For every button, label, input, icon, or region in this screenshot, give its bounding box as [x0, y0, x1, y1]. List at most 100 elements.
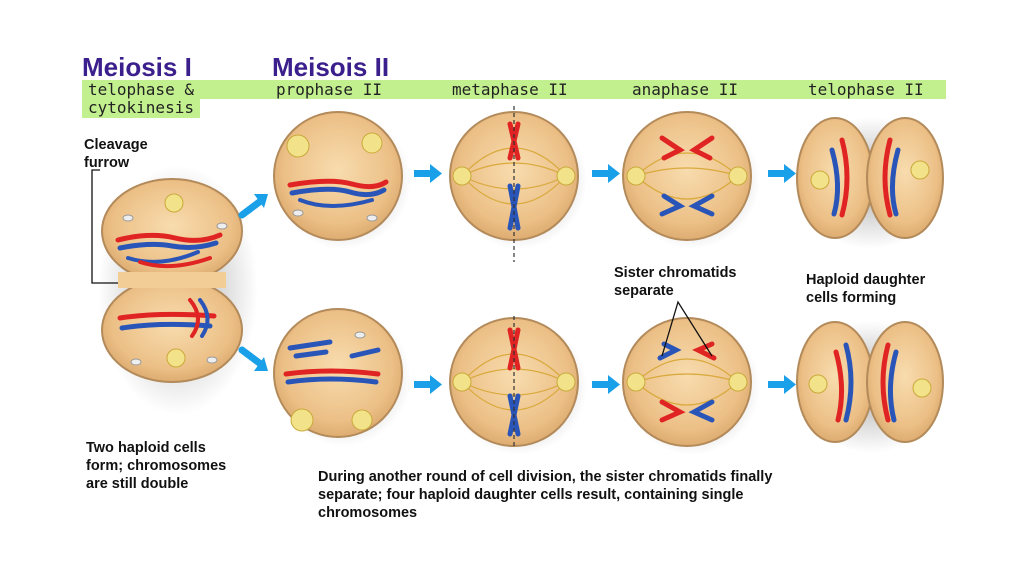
- centrosome: [728, 372, 748, 392]
- centrosome: [808, 374, 828, 394]
- chromosome-red: [833, 349, 845, 423]
- centrosome: [166, 348, 186, 368]
- centrosome: [912, 378, 932, 398]
- phase-band-meiosis-one: [82, 80, 200, 118]
- phase-label-anaphase-two: anaphase II: [632, 80, 738, 99]
- chromosome-blue: [298, 198, 374, 208]
- label-line: Haploid daughter: [806, 272, 926, 288]
- meiosis-two-heading: Meisois II: [272, 52, 390, 82]
- chromosome-red: [117, 311, 217, 321]
- chromosome-blue: [843, 342, 854, 423]
- metaphase-two-cell-top: [449, 111, 587, 249]
- centrosome: [626, 166, 646, 186]
- centrosome: [452, 372, 472, 392]
- bottom-caption: During another round of cell division, t…: [318, 468, 772, 522]
- anaphase-two-cell-top: [622, 111, 760, 249]
- meiosis-one-heading: Meiosis I: [82, 52, 192, 82]
- vesicle: [354, 331, 366, 339]
- arrow-to-prophase-bottom: [238, 346, 266, 369]
- vesicle: [130, 358, 142, 366]
- chromosome-blue: [287, 339, 333, 359]
- vesicle: [122, 214, 134, 222]
- chromosome-red: [659, 399, 686, 423]
- arrow-anaphase-to-telophase-bottom: [768, 375, 796, 394]
- chromosome-red: [115, 232, 223, 243]
- centrosome: [351, 409, 373, 431]
- daughter-cell-right: [866, 117, 944, 239]
- sister-chromatids-pointer: [661, 300, 713, 357]
- prophase-two-cell-top: [273, 111, 411, 249]
- chromosome-blue: [688, 193, 715, 217]
- two-haploid-cells-label: Two haploid cells form; chromosomes are …: [86, 439, 226, 493]
- chromosome-red: [507, 327, 521, 371]
- phase-label-line: cytokinesis: [88, 98, 194, 118]
- chromosome-blue: [688, 399, 715, 423]
- vesicle: [366, 214, 378, 222]
- centrosome: [286, 134, 310, 158]
- sister-chromatids-label: Sister chromatids separate: [614, 264, 737, 300]
- label-line: Cleavage: [84, 137, 148, 153]
- cell-membrane: [622, 317, 752, 447]
- arrow-anaphase-to-telophase-top: [768, 164, 796, 183]
- daughter-cell-left: [796, 321, 874, 443]
- phase-band-meiosis-two: [200, 80, 946, 99]
- chromosome-red: [659, 135, 685, 161]
- centrosome: [810, 170, 830, 190]
- cleavage-furrow-pointer: [91, 169, 118, 284]
- metaphase-two-cell-bottom: [449, 317, 587, 455]
- anaphase-two-cell-bottom: [622, 317, 760, 455]
- phase-label-metaphase-two: metaphase II: [452, 80, 568, 99]
- centrosome: [556, 166, 576, 186]
- vesicle: [292, 209, 304, 217]
- caption-line: During another round of cell division, t…: [318, 469, 773, 485]
- spindle-fibers: [635, 152, 739, 200]
- meiosis-one-cell-pair: [91, 165, 258, 415]
- daughter-cell-right: [866, 321, 944, 443]
- chromosome-blue: [659, 193, 686, 217]
- chromosome-blue: [126, 250, 200, 264]
- arrow-prophase-to-metaphase-bottom: [414, 375, 442, 394]
- chromosome-red: [283, 368, 381, 377]
- chromosome-blue: [829, 147, 841, 217]
- centrosome: [626, 372, 646, 392]
- phase-label-prophase-two: prophase II: [276, 80, 382, 99]
- centrosome: [728, 166, 748, 186]
- chromosome-red: [692, 341, 717, 361]
- chromosome-blue: [349, 347, 381, 359]
- chromosome-red: [839, 137, 850, 218]
- chromosome-blue: [889, 147, 901, 217]
- phase-label-telophase-two: telophase II: [808, 80, 924, 99]
- arrow-head: [254, 357, 268, 371]
- arrow-prophase-to-metaphase-top: [414, 164, 442, 183]
- chromosome-blue: [198, 298, 210, 338]
- label-line: furrow: [84, 155, 130, 172]
- caption-line: chromosomes: [318, 505, 418, 522]
- centrosome: [910, 160, 930, 180]
- chromosome-blue: [657, 341, 682, 361]
- chromosome-blue: [117, 240, 219, 251]
- centrosome: [556, 372, 576, 392]
- cleavage-furrow-region: [118, 272, 226, 288]
- cell-membrane: [622, 111, 752, 241]
- centrosome: [290, 408, 314, 432]
- label-line: Sister chromatids: [614, 265, 737, 281]
- cleavage-furrow-label: Cleavage furrow: [84, 136, 148, 172]
- label-line: cells forming: [806, 290, 897, 307]
- chromosome-red: [287, 178, 389, 190]
- cell-membrane: [273, 111, 403, 241]
- chromosome-red: [880, 342, 891, 423]
- phase-label-line: telophase &: [88, 80, 194, 99]
- chromosome-red: [882, 137, 893, 218]
- spindle-fibers: [635, 358, 739, 406]
- chromosome-blue: [289, 186, 387, 198]
- vesicle: [216, 222, 228, 230]
- arrow-to-prophase-top: [238, 196, 266, 219]
- label-line: form; chromosomes: [86, 458, 227, 475]
- label-line: separate: [614, 283, 674, 300]
- chromosome-blue: [887, 349, 899, 423]
- label-line: are still double: [86, 476, 189, 493]
- phase-label-telophase-cytokinesis: telophase & cytokinesis: [88, 80, 194, 118]
- haploid-daughter-label: Haploid daughter cells forming: [806, 271, 925, 307]
- chromosome-red: [138, 256, 212, 269]
